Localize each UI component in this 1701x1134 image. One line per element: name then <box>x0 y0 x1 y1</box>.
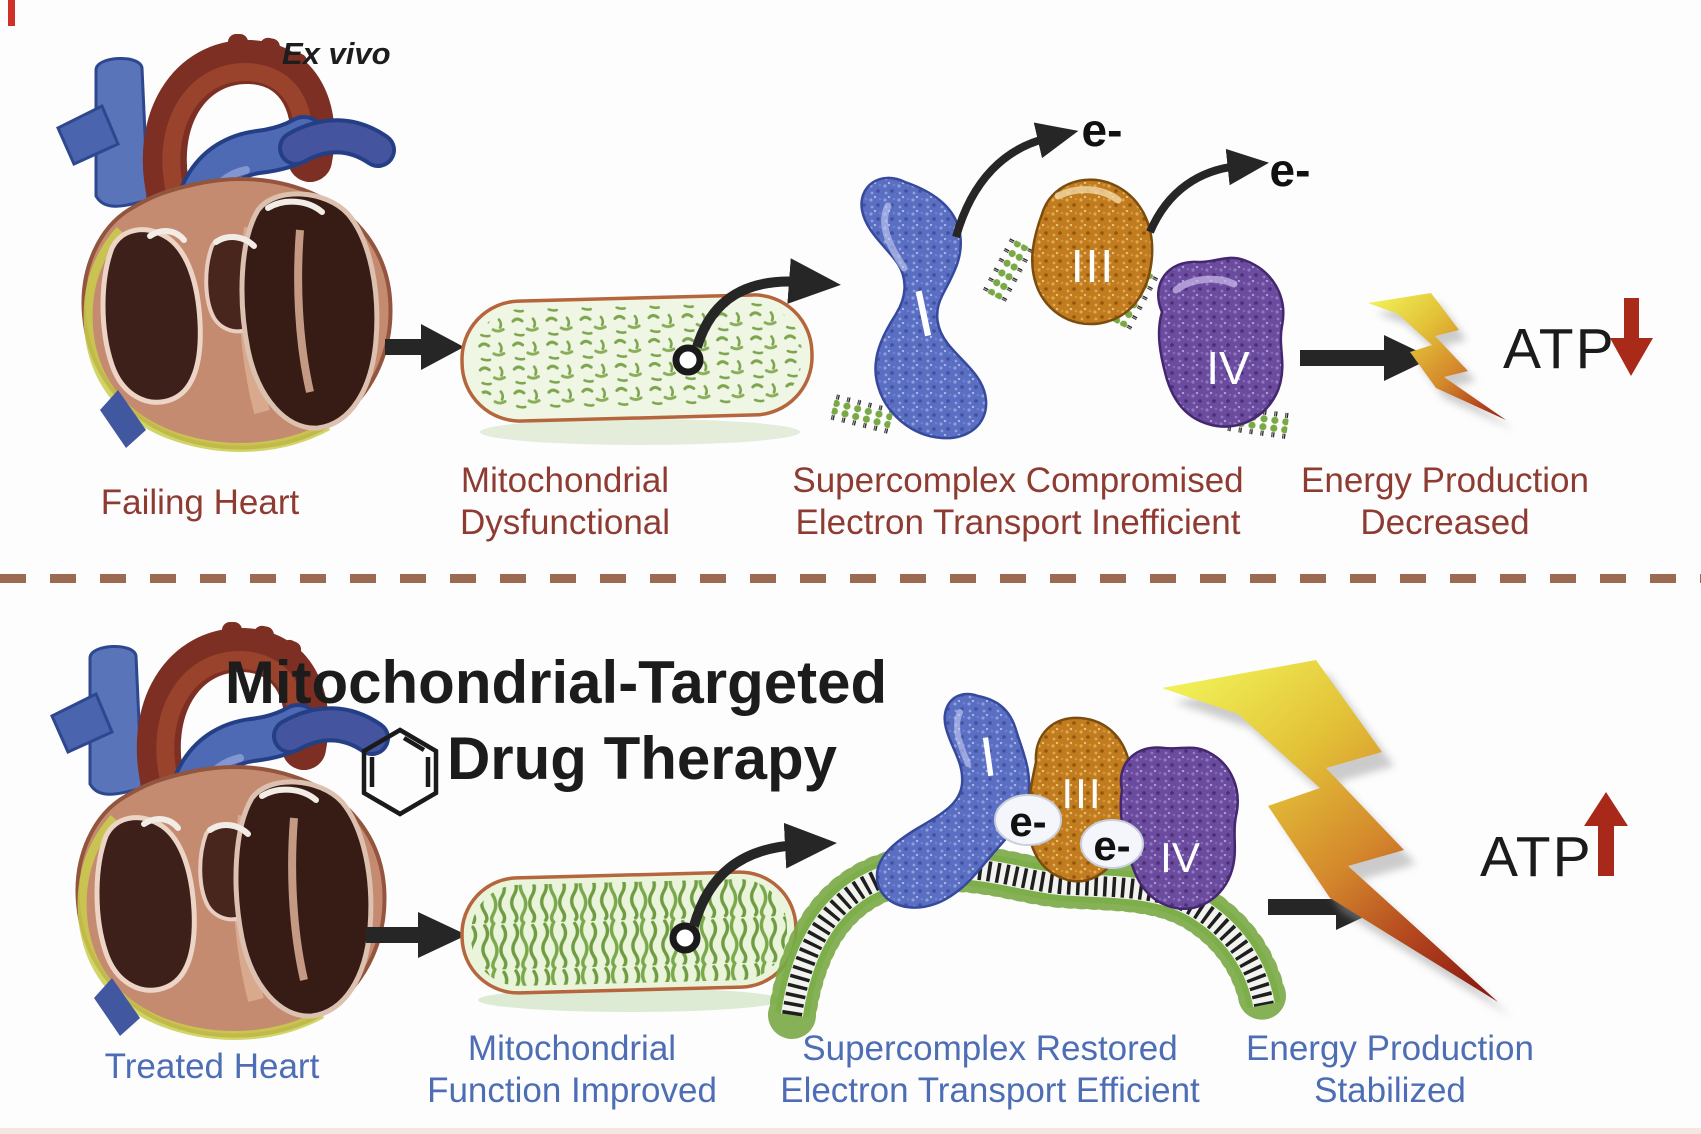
failing-heart-caption: Failing Heart <box>100 483 300 522</box>
supercomplex-restored-caption: Supercomplex Restored Electron Transport… <box>780 1029 1200 1110</box>
complex-iii-label: III <box>1071 240 1115 292</box>
failing-heart-illustration <box>58 34 391 448</box>
bottom-edge-strip <box>0 1128 1701 1134</box>
atp-decrease-arrow-icon <box>1610 298 1653 376</box>
complex-iii-label-bottom: III <box>1061 770 1102 817</box>
complex-i-blob-bottom <box>875 693 1031 909</box>
treated-heart-caption: Treated Heart <box>104 1047 320 1086</box>
electron-escape-arrow-2 <box>1146 148 1270 234</box>
dysfunctional-mitochondrion <box>460 293 814 445</box>
large-lightning-bolt-icon <box>1162 660 1510 1016</box>
atp-increase-arrow-icon <box>1584 792 1628 876</box>
complex-iv-label-bottom: IV <box>1160 834 1200 881</box>
electron-bubble-2 <box>1080 819 1144 869</box>
complex-iv-blob <box>1157 256 1285 428</box>
top-panel-art: I III IV e- e- <box>58 34 1653 448</box>
therapy-heading-line-1: Mitochondrial-Targeted <box>224 649 888 716</box>
electron-label-2-bottom: e- <box>1093 822 1130 869</box>
electron-escape-arrow-1 <box>952 122 1079 239</box>
arrow-mitochondrion-to-supercomplex-bottom <box>689 822 837 928</box>
corner-mark <box>8 0 15 26</box>
arrow-heart-to-mitochondrion <box>385 324 464 370</box>
bottom-panel-art: I III IV e- e- <box>52 622 1628 1036</box>
electron-label-1-bottom: e- <box>1009 798 1046 845</box>
supercomplex-compromised-caption: Supercomplex Compromised Electron Transp… <box>792 461 1244 542</box>
healthy-mitochondrion <box>460 870 798 1012</box>
arrow-supercomplex-to-energy <box>1300 335 1432 381</box>
energy-decreased-caption: Energy Production Decreased <box>1301 461 1589 542</box>
membrane-fragment-icon <box>982 237 1034 303</box>
electron-label-1: e- <box>1082 104 1123 156</box>
atp-label-top: ATP <box>1503 317 1616 381</box>
compromised-supercomplex: I III IV e- e- <box>829 104 1311 440</box>
arrow-heart-to-mitochondrion-bottom <box>366 912 467 958</box>
panel-divider-dashed-line <box>0 574 1701 583</box>
small-lightning-bolt-icon <box>1368 293 1514 430</box>
complex-iv-blob-bottom <box>1119 746 1239 911</box>
benzene-ring-icon <box>361 727 439 817</box>
mitochondrial-dysfunctional-caption: Mitochondrial Dysfunctional <box>459 461 671 542</box>
restored-supercomplex: I III IV e- e- <box>792 693 1264 1015</box>
mitochondrial-improved-caption: Mitochondrial Function Improved <box>427 1029 717 1110</box>
arrow-mitochondrion-to-supercomplex <box>692 258 841 349</box>
complex-iii-blob <box>1030 178 1154 326</box>
ex-vivo-label: Ex vivo <box>282 36 391 71</box>
electron-bubble-1 <box>994 794 1062 846</box>
atp-label-bottom: ATP <box>1480 825 1593 889</box>
therapy-heading-line-2: Drug Therapy <box>446 725 838 792</box>
complex-iv-label: IV <box>1206 342 1250 394</box>
magnifier-circle-icon <box>669 922 701 954</box>
magnifier-circle-icon <box>672 344 704 376</box>
energy-stabilized-caption: Energy Production Stabilized <box>1246 1029 1534 1110</box>
electron-label-2: e- <box>1270 144 1311 196</box>
